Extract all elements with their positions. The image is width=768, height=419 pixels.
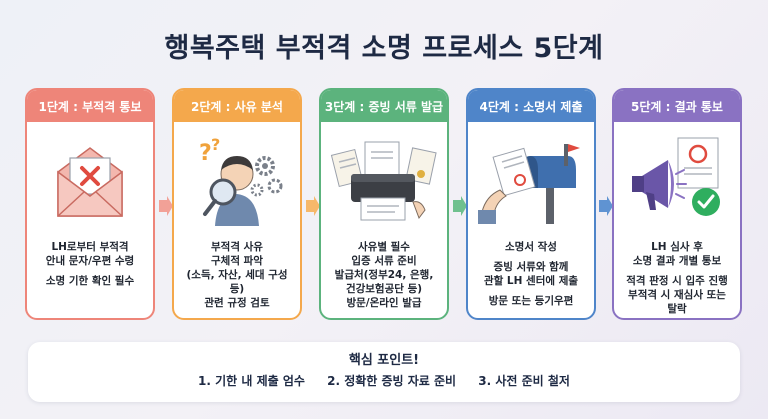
step-2-line: 구체적 파악 [211,255,263,267]
step-5-line: 탈락 [667,303,687,315]
step-5-card: 5단계 : 결과 통보 LH 심사 후 소명 결과 개별 통보 적격 판정 시 … [612,88,742,320]
arrow-right-icon [159,196,173,216]
person-magnifier-gears-icon: ? ? [174,130,300,240]
step-4-header: 4단계 : 소명서 제출 [468,90,594,122]
printer-documents-icon [321,130,447,240]
step-1-header: 1단계 : 부적격 통보 [27,90,153,122]
step-3-header: 3단계 : 증빙 서류 발급 [321,90,447,122]
svg-text:?: ? [199,141,212,166]
key-point-item: 2. 정확한 증빙 자료 준비 [327,374,457,388]
step-2-line: (소득, 자산, 세대 구성 등) [186,269,288,295]
envelope-with-x-icon [27,130,153,240]
arrow-right-icon [453,196,467,216]
step-5-line: 소명 결과 개별 통보 [632,255,722,267]
step-3-line: 건강보험공단 등) [345,283,423,295]
step-4-line: 관할 LH 센터에 제출 [483,275,579,287]
svg-text:?: ? [211,135,220,154]
step-2-header: 2단계 : 사유 분석 [174,90,300,122]
mailbox-letter-icon [468,130,594,240]
step-3-line: 발급처(정부24, 은행, [334,269,434,281]
step-1-line: 소명 기한 확인 필수 [45,275,135,287]
step-3-card: 3단계 : 증빙 서류 발급 사유별 필수 입증 서류 준비 발급처(정부24,… [319,88,449,320]
step-1-body: LH로부터 부적격 안내 문자/우편 수령 소명 기한 확인 필수 [31,240,149,288]
step-2-line: 관련 규정 검토 [204,297,270,309]
step-5-line: 적격 판정 시 입주 진행 [626,275,728,287]
key-point-item: 1. 기한 내 제출 엄수 [198,374,305,388]
step-2-card: 2단계 : 사유 분석 ? ? 부적격 사유 구체적 파악 (소득, 자산, 세… [172,88,302,320]
megaphone-check-icon [614,130,740,240]
step-2-body: 부적격 사유 구체적 파악 (소득, 자산, 세대 구성 등) 관련 규정 검토 [178,240,296,310]
step-3-line: 사유별 필수 [358,241,410,253]
step-1-card: 1단계 : 부적격 통보 LH로부터 부적격 안내 문자/우편 수령 소명 기한… [25,88,155,320]
step-4-card: 4단계 : 소명서 제출 소명서 작성 증빙 서류와 함께 관할 LH 센터에 … [466,88,596,320]
step-4-line: 소명서 작성 [505,241,557,253]
arrow-right-icon [306,196,320,216]
key-point-item: 3. 사전 준비 철저 [478,374,570,388]
key-points-list: 1. 기한 내 제출 엄수 2. 정확한 증빙 자료 준비 3. 사전 준비 철… [28,372,740,389]
step-5-line: LH 심사 후 [651,241,703,253]
step-4-line: 증빙 서류와 함께 [493,261,569,273]
step-3-body: 사유별 필수 입증 서류 준비 발급처(정부24, 은행, 건강보험공단 등) … [325,240,443,310]
step-5-header: 5단계 : 결과 통보 [614,90,740,122]
step-5-body: LH 심사 후 소명 결과 개별 통보 적격 판정 시 입주 진행 부적격 시 … [618,240,736,316]
key-points-box: 핵심 포인트! 1. 기한 내 제출 엄수 2. 정확한 증빙 자료 준비 3.… [28,342,740,402]
page-title: 행복주택 부적격 소명 프로세스 5단계 [164,33,604,64]
step-4-body: 소명서 작성 증빙 서류와 함께 관할 LH 센터에 제출 방문 또는 등기우편 [472,240,590,308]
step-2-line: 부적격 사유 [211,241,263,253]
key-points-title: 핵심 포인트! [348,353,420,368]
step-1-line: LH로부터 부적격 [51,241,129,253]
step-4-line: 방문 또는 등기우편 [488,295,574,307]
step-3-line: 입증 서류 준비 [351,255,417,267]
arrow-right-icon [599,196,613,216]
step-1-line: 안내 문자/우편 수령 [45,255,135,267]
step-5-line: 부적격 시 재심사 또는 [628,289,726,301]
step-3-line: 방문/온라인 발급 [346,297,422,309]
